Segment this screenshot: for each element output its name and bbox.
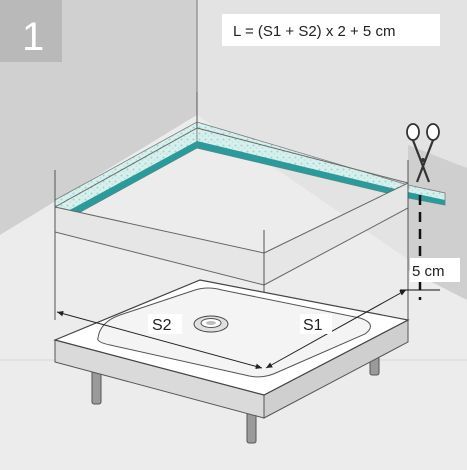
- cut-allowance: 5 cm: [400, 195, 460, 300]
- dimension-s1: S1: [265, 289, 407, 369]
- label-s2: S2: [152, 317, 172, 334]
- scissors-icon: [406, 123, 440, 183]
- formula-box: L = (S1 + S2) x 2 + 5 cm: [222, 14, 440, 46]
- tape-frame: [54, 92, 409, 372]
- label-s1: S1: [303, 317, 323, 334]
- formula-text: L = (S1 + S2) x 2 + 5 cm: [233, 23, 395, 40]
- sealing-tape: [54, 121, 446, 227]
- step-number: 1: [22, 15, 44, 59]
- label-cut-allowance: 5 cm: [412, 263, 445, 280]
- dimension-s2: S2: [56, 310, 263, 370]
- step-badge: 1: [0, 0, 62, 62]
